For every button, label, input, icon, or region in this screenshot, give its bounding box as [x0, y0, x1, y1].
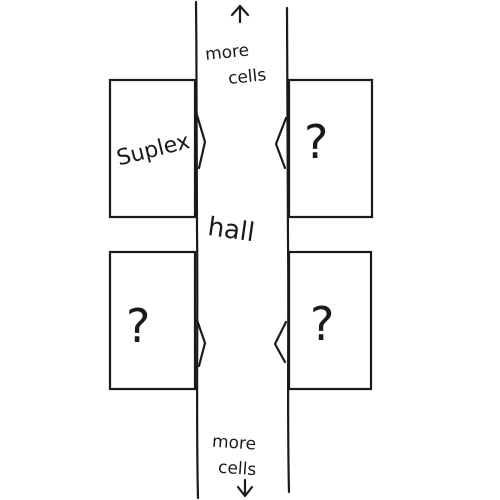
door-top-right [274, 116, 288, 170]
cell-top-left [108, 78, 197, 219]
up-arrow-icon [230, 4, 250, 24]
cell-bottom-right [287, 250, 373, 391]
hallway-right-wall [285, 6, 291, 494]
cell-bottom-right-label: ? [310, 297, 334, 351]
doors [195, 113, 288, 368]
door-bottom-left [195, 318, 207, 368]
hallway-left-wall [194, 0, 200, 500]
cell-top-left-walls [108, 78, 197, 219]
bottom-cells-label: cells [217, 458, 257, 481]
hall-label: hall [206, 212, 257, 248]
door-top-left [195, 113, 207, 170]
top-more-cells-note: more cells [204, 4, 267, 89]
cell-bottom-left-label: ? [126, 299, 150, 353]
top-cells-label: cells [227, 65, 267, 89]
cell-bottom-left-walls [108, 250, 197, 391]
cell-top-right-label: ? [304, 115, 328, 169]
cell-bottom-left [108, 250, 197, 391]
top-more-label: more [204, 41, 250, 65]
bottom-more-cells-note: more cells [211, 432, 257, 498]
bottom-more-label: more [211, 432, 256, 455]
cell-bottom-right-walls [287, 250, 373, 391]
cell-top-right-walls [287, 78, 374, 219]
hallway-walls [194, 0, 291, 500]
down-arrow-icon [236, 478, 254, 498]
door-bottom-right [273, 320, 288, 364]
cell-top-right [287, 78, 374, 219]
